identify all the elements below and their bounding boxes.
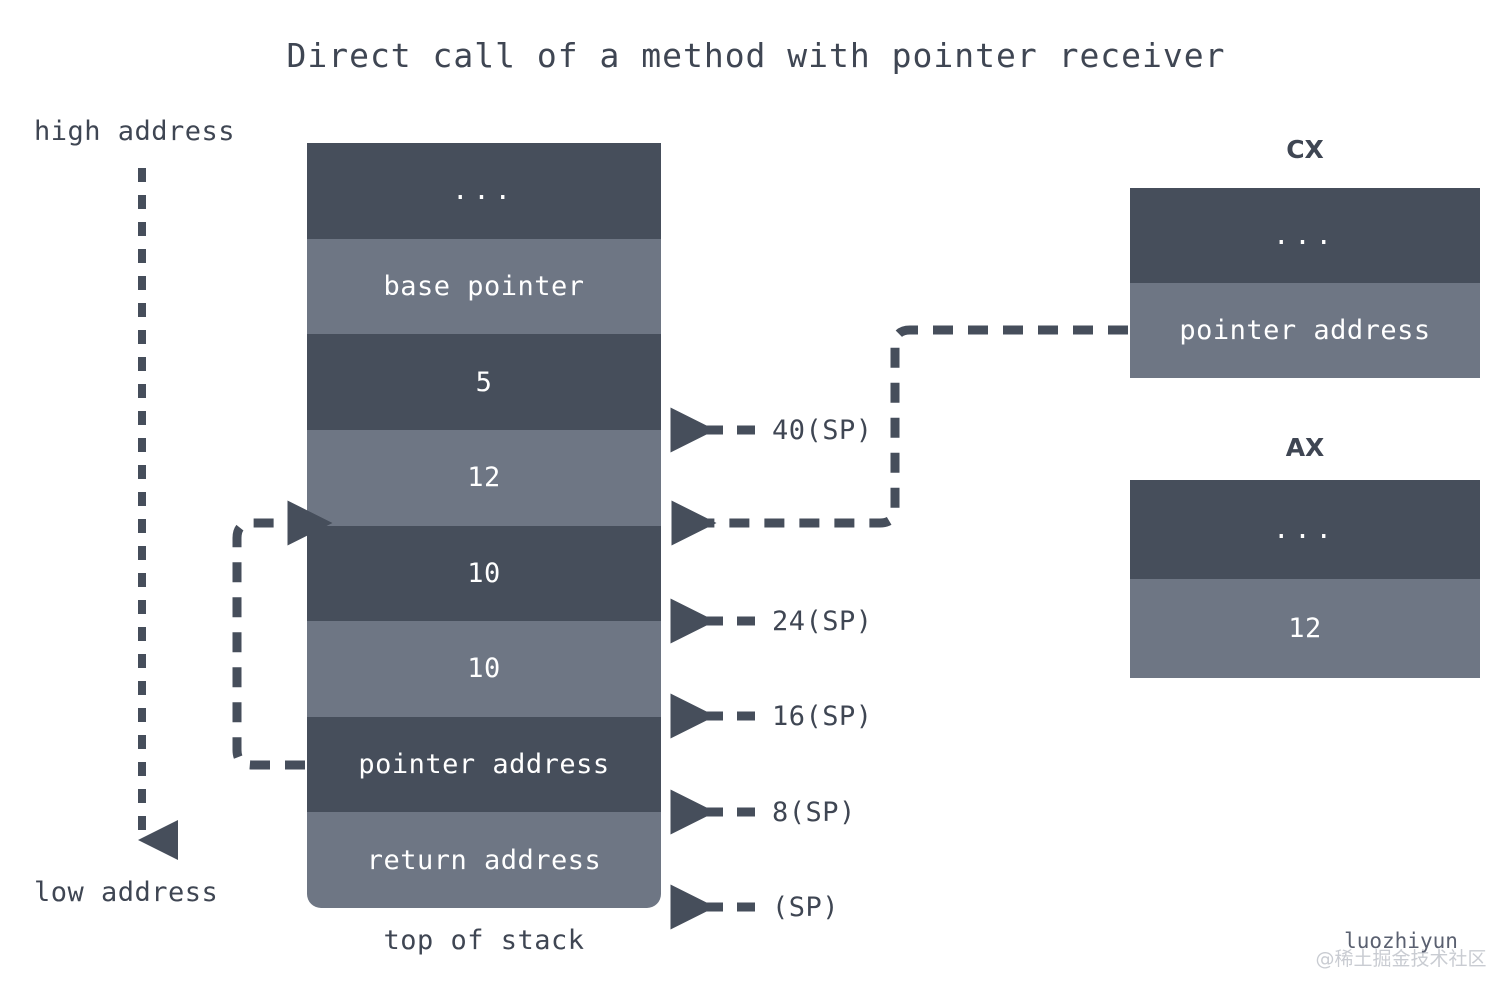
register-label-cx: CX — [1286, 135, 1324, 164]
stack-cell-value-5: 5 — [307, 334, 661, 430]
stack-cell-pointer-address: pointer address — [307, 716, 661, 813]
watermark: @稀土掘金技术社区 luozhiyun — [1296, 925, 1506, 977]
stack-cell-value-10-upper: 10 — [307, 525, 661, 622]
sp-offset-label-16: 16(SP) — [772, 701, 873, 732]
sp-offset-label-24: 24(SP) — [772, 606, 873, 637]
cx-cell-pointer-address: pointer address — [1130, 283, 1480, 378]
cx-to-stack-connector — [671, 325, 1128, 546]
stack-cell-ellipsis-top: ... — [307, 143, 661, 239]
top-of-stack-caption: top of stack — [383, 925, 585, 956]
stack-cell-return-address: return address — [307, 812, 661, 908]
stack-column: ... base pointer 5 12 10 10 pointer addr… — [307, 143, 661, 908]
sp-offset-label-40: 40(SP) — [772, 415, 873, 446]
stack-cell-value-10-lower: 10 — [307, 621, 661, 717]
stack-cell-base-pointer: base pointer — [307, 238, 661, 335]
cx-cell-ellipsis: ... — [1130, 188, 1480, 283]
low-address-label: low address — [34, 877, 219, 908]
high-address-label: high address — [34, 116, 236, 147]
register-box-ax: ... 12 — [1130, 480, 1480, 678]
sp-offset-label-sp: (SP) — [772, 892, 840, 923]
stack-pointer-loop-connector — [232, 500, 333, 770]
stack-cell-value-12: 12 — [307, 429, 661, 526]
page-title: Direct call of a method with pointer rec… — [286, 36, 1226, 75]
register-box-cx: ... pointer address — [1130, 188, 1480, 378]
watermark-primary: luozhiyun — [1344, 929, 1458, 953]
watermark-secondary: @稀土掘金技术社区 — [1315, 948, 1487, 970]
ax-cell-value-12: 12 — [1130, 579, 1480, 678]
register-label-ax: AX — [1285, 433, 1325, 462]
ax-cell-ellipsis: ... — [1130, 480, 1480, 579]
sp-offset-label-8: 8(SP) — [772, 797, 856, 828]
